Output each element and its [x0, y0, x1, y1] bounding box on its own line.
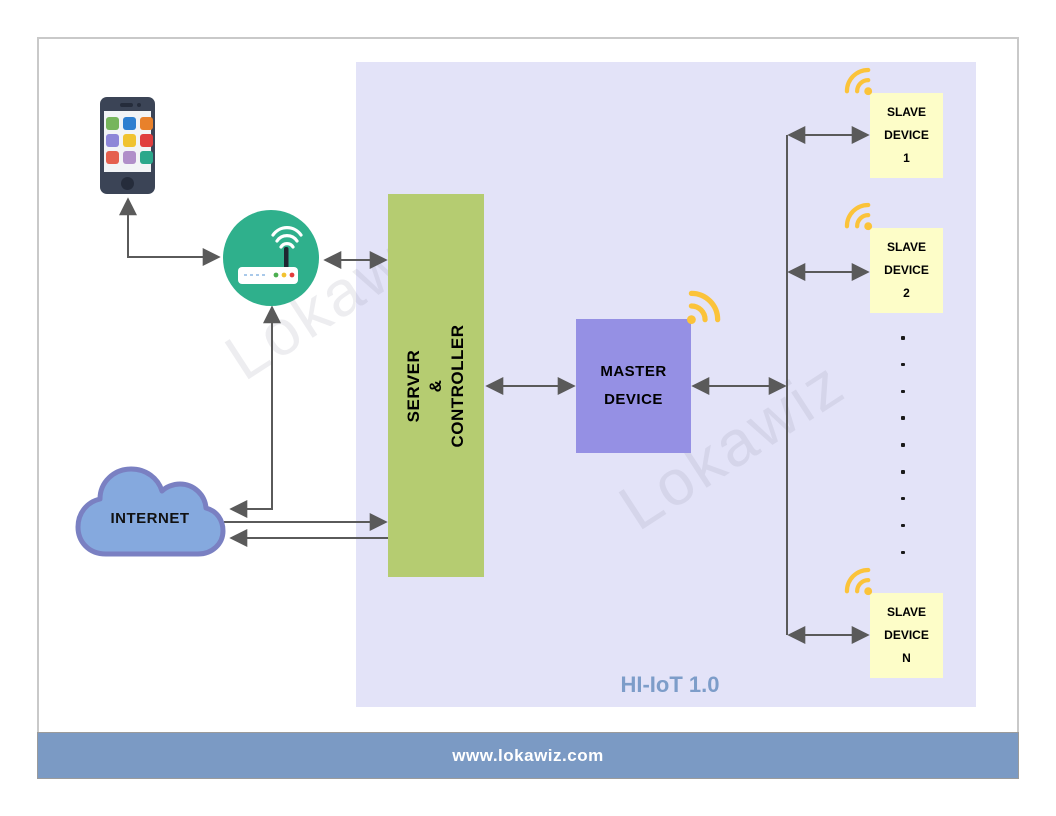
slave-label: SLAVE: [886, 240, 927, 254]
slaveN-wifi-icon: [844, 567, 873, 596]
router-led-red: [289, 272, 295, 278]
phone-speaker: [120, 103, 133, 107]
server-controller-node: SERVER & CONTROLLER: [388, 194, 484, 577]
footer-banner: www.lokawiz.com: [37, 732, 1019, 779]
master-device-label: MASTER: [600, 363, 667, 380]
footer-url: www.lokawiz.com: [452, 745, 604, 765]
slave-label: DEVICE: [884, 263, 929, 277]
slave-device-1-node: SLAVE DEVICE 1: [870, 93, 943, 178]
cloud-shape: [75, 466, 226, 557]
connector-router-internet: [229, 305, 281, 518]
server-controller-label: SERVER & CONTROLLER: [404, 323, 467, 448]
router-led-green: [273, 272, 279, 278]
router-body: [238, 267, 298, 284]
wifi-router-icon: [223, 210, 319, 306]
internet-label: INTERNET: [110, 510, 190, 527]
slave-label: 1: [903, 151, 910, 165]
phone-camera-dot: [137, 103, 141, 107]
phone-app-grid: [106, 117, 153, 164]
phone-home-button: [121, 177, 134, 190]
connector-phone-router: [119, 197, 221, 266]
smartphone-icon: [100, 97, 155, 194]
region-title: HI-IoT 1.0: [620, 672, 720, 697]
slave-label: SLAVE: [886, 105, 927, 119]
router-led-yellow: [281, 272, 287, 278]
router-antenna: [284, 247, 289, 270]
slave1-wifi-icon: [844, 67, 873, 96]
router-wifi-waves: [271, 226, 303, 249]
slave-label: 2: [903, 286, 910, 300]
master-device-label: DEVICE: [604, 391, 663, 408]
master-device-node: MASTER DEVICE: [576, 319, 691, 453]
master-wifi-icon: [686, 290, 721, 325]
slave-device-n-node: SLAVE DEVICE N: [870, 593, 943, 678]
slave-label: DEVICE: [884, 628, 929, 642]
internet-cloud: [74, 456, 226, 562]
vertical-ellipsis: [901, 336, 905, 554]
slave-label: N: [902, 651, 911, 665]
slave-device-2-node: SLAVE DEVICE 2: [870, 228, 943, 313]
slave-label: DEVICE: [884, 128, 929, 142]
slave-label: SLAVE: [886, 605, 927, 619]
slave2-wifi-icon: [844, 202, 873, 231]
